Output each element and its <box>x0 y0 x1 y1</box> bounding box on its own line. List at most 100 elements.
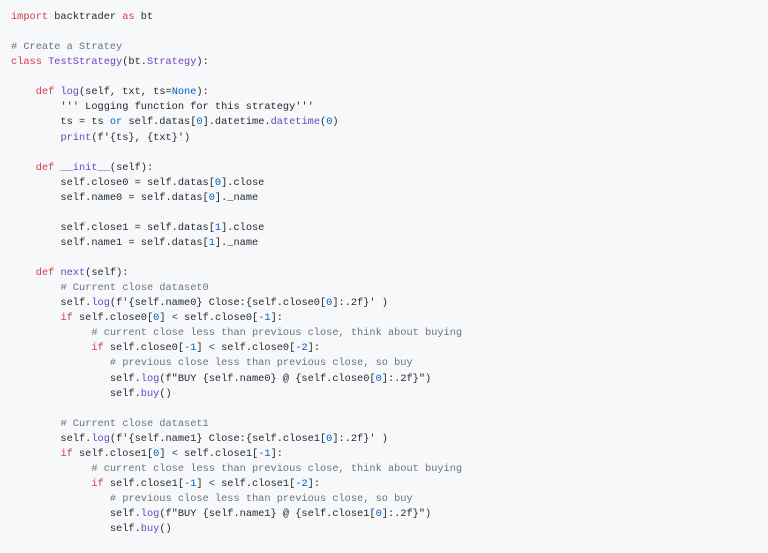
text-token: (bt. <box>122 56 147 69</box>
code-line: if self.close0[-1] < self.close0[-2]: <box>11 341 768 356</box>
text-token: self. <box>11 432 92 445</box>
comment-token: # Current close dataset1 <box>60 417 209 430</box>
code-line <box>11 251 768 266</box>
number-token: 1 <box>208 236 215 249</box>
operator-token: < <box>171 312 178 325</box>
code-line <box>11 70 768 85</box>
text-token: ]: <box>307 342 321 355</box>
text-token: self. <box>11 523 141 536</box>
code-line: # previous close less than previous clos… <box>11 492 768 507</box>
code-line: self.buy() <box>11 387 768 402</box>
code-line: ts = ts or self.datas[0].datetime.dateti… <box>11 115 768 130</box>
text-token: ]:.2f}' ) <box>332 297 388 310</box>
text-token: self.close0[ <box>177 312 259 325</box>
code-line: # current close less than previous close… <box>11 462 768 477</box>
text-token <box>11 312 60 324</box>
code-line: self.log(f"BUY {self.name0} @ {self.clos… <box>11 372 768 387</box>
keyword-token: class <box>11 56 42 69</box>
text-token: self.close1 = self.datas[ <box>11 221 215 234</box>
number-token: 1 <box>214 221 222 234</box>
text-token: (self, txt, ts= <box>79 86 172 99</box>
text-token: ] <box>159 312 172 325</box>
keyword-token: as <box>122 11 135 23</box>
text-token <box>11 357 110 369</box>
function-token: datetime <box>270 116 320 129</box>
code-line: # Current close dataset1 <box>11 417 768 432</box>
code-line: # Create a Stratey <box>11 40 768 55</box>
text-token: self.close1[ <box>103 477 185 490</box>
text-token: self.close1[ <box>72 447 154 460</box>
text-token: ] <box>159 447 172 460</box>
function-token: buy <box>140 523 160 536</box>
text-token <box>11 86 36 98</box>
function-token: Strategy <box>146 56 197 69</box>
keyword-token: import <box>11 11 49 23</box>
code-line: ''' Logging function for this strategy''… <box>11 100 768 115</box>
text-token: ]:.2f}' ) <box>332 432 388 445</box>
code-line: if self.close1[-1] < self.close1[-2]: <box>11 477 768 492</box>
text-token: (f"BUY {self.name1} @ {self.close1[ <box>159 508 376 521</box>
text-token: ] <box>196 477 209 490</box>
text-token: (f'{self.name1} Close:{self.close1[ <box>109 432 327 445</box>
constant-token: None <box>171 86 197 99</box>
text-token: self.close0[ <box>103 342 185 355</box>
code-line <box>11 146 768 161</box>
text-token: self.close0[ <box>72 312 154 325</box>
keyword-token: def <box>35 267 55 280</box>
number-token: 0 <box>375 372 382 385</box>
text-token: ]: <box>270 312 283 325</box>
text-token <box>11 327 91 339</box>
function-token: next <box>60 267 86 280</box>
text-token: ]:.2f}") <box>381 372 432 385</box>
number-token: 0 <box>326 432 333 445</box>
text-token <box>11 463 91 475</box>
function-token: __init__ <box>60 161 110 174</box>
code-line: self.buy() <box>11 522 768 537</box>
number-token: -1 <box>184 477 197 490</box>
number-token: 0 <box>153 312 160 325</box>
function-token: log <box>91 432 110 445</box>
text-token: self.name1 = self.datas[ <box>11 236 209 249</box>
text-token: ]:.2f}") <box>381 508 432 521</box>
number-token: -1 <box>258 312 271 325</box>
code-line: self.name1 = self.datas[1]._name <box>11 236 768 251</box>
text-token: (f'{self.name0} Close:{self.close0[ <box>109 297 327 310</box>
number-token: -2 <box>295 342 308 355</box>
keyword-token: if <box>60 447 73 460</box>
text-token: ].datetime. <box>202 116 271 129</box>
operator-token: < <box>171 447 178 460</box>
text-token: ]._name <box>214 236 259 249</box>
keyword-token: def <box>35 161 55 174</box>
code-line: self.close1 = self.datas[1].close <box>11 221 768 236</box>
number-token: -2 <box>295 477 308 490</box>
code-line: self.name0 = self.datas[0]._name <box>11 191 768 206</box>
text-token: self.datas[ <box>122 116 197 129</box>
text-token: self. <box>11 508 141 521</box>
number-token: 0 <box>214 176 222 189</box>
code-line: self.close0 = self.datas[0].close <box>11 176 768 191</box>
code-line: class TestStrategy(bt.Strategy): <box>11 55 768 70</box>
text-token: (self): <box>109 161 154 174</box>
code-line <box>11 25 768 40</box>
keyword-token: if <box>60 312 73 325</box>
function-token: log <box>91 297 110 310</box>
number-token: 0 <box>375 508 382 521</box>
text-token: self. <box>11 372 141 385</box>
text-token: self.name0 = self.datas[ <box>11 191 209 204</box>
text-token <box>11 493 110 505</box>
text-token: ( <box>320 116 327 129</box>
text-token: ].close <box>221 221 265 234</box>
number-token: -1 <box>258 447 271 460</box>
code-line: print(f'{ts}, {txt}') <box>11 131 768 146</box>
text-token: ]: <box>307 477 321 490</box>
function-token: log <box>140 372 160 385</box>
code-line: # previous close less than previous clos… <box>11 356 768 371</box>
text-token <box>11 448 60 460</box>
text-token <box>11 342 91 354</box>
text-token: (f'{ts}, {txt}') <box>91 131 191 144</box>
function-token: log <box>60 86 79 99</box>
number-token: 0 <box>326 297 333 310</box>
text-token: () <box>159 387 172 400</box>
text-token: (f"BUY {self.name0} @ {self.close0[ <box>159 372 376 385</box>
text-token: self. <box>11 387 141 400</box>
